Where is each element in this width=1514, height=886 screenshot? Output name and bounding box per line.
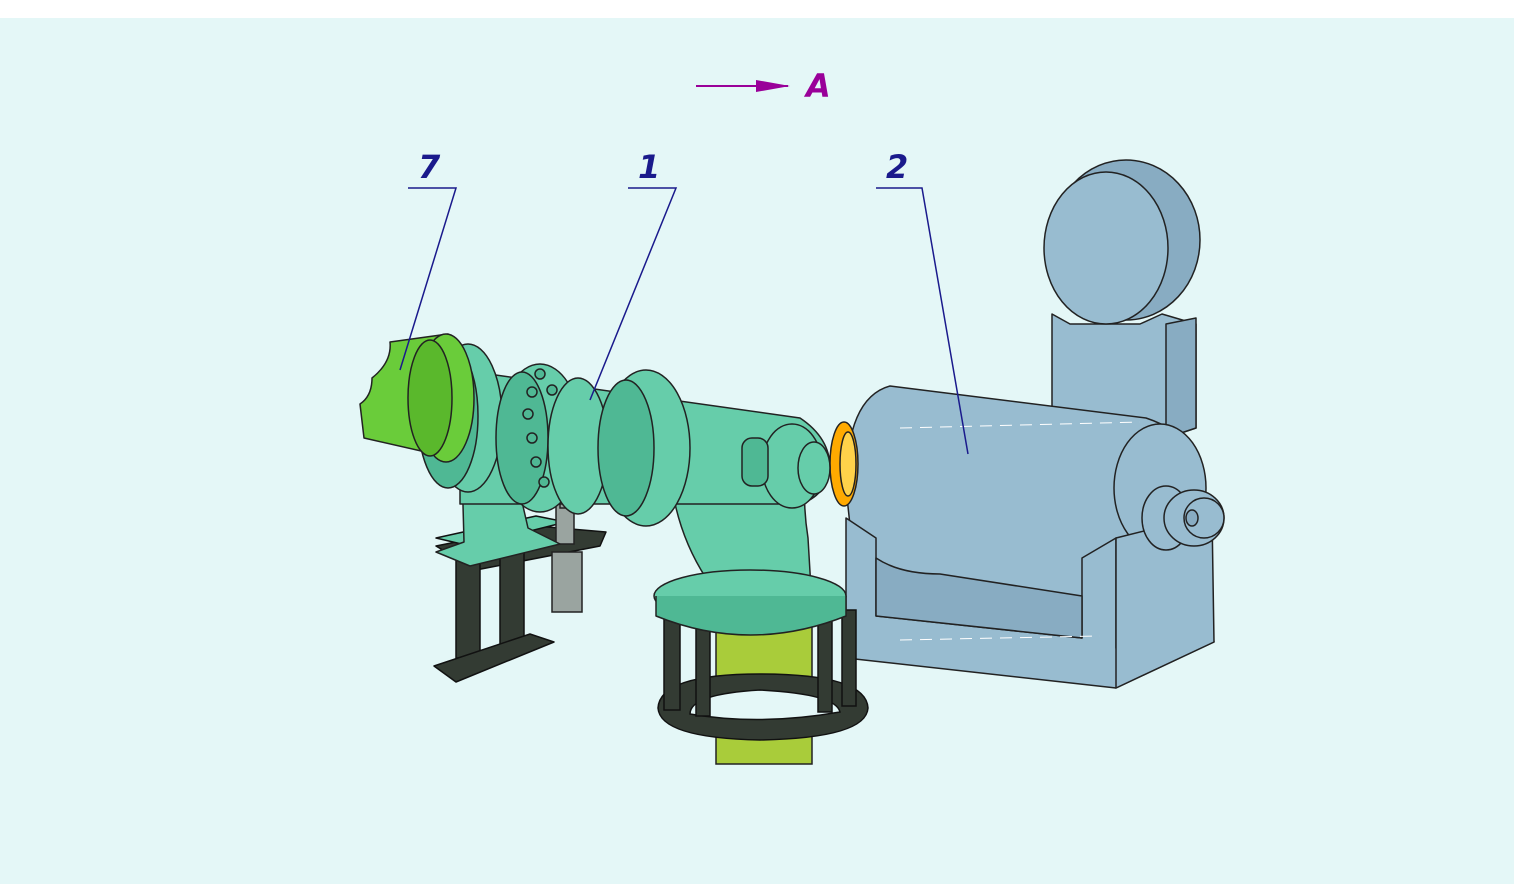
assembly-drawing: A: [359, 67, 1225, 765]
unit-2-machine: [845, 159, 1225, 689]
callout-2: 2: [886, 148, 908, 186]
leader-lines: [399, 187, 969, 455]
leader-line-2: [876, 187, 969, 455]
callout-7: 7: [418, 148, 441, 186]
direction-label: A: [803, 67, 831, 105]
coupling-ring: [829, 421, 859, 507]
diagram-canvas: A: [0, 18, 1514, 884]
leader-line-7: [399, 187, 458, 371]
unit-7-inlet: [359, 333, 475, 463]
callout-1: 1: [638, 148, 660, 186]
leader-line-1: [589, 187, 678, 401]
direction-arrow: [696, 80, 790, 92]
unit-1-body: [417, 343, 847, 636]
ring-support-frame: [657, 609, 869, 741]
